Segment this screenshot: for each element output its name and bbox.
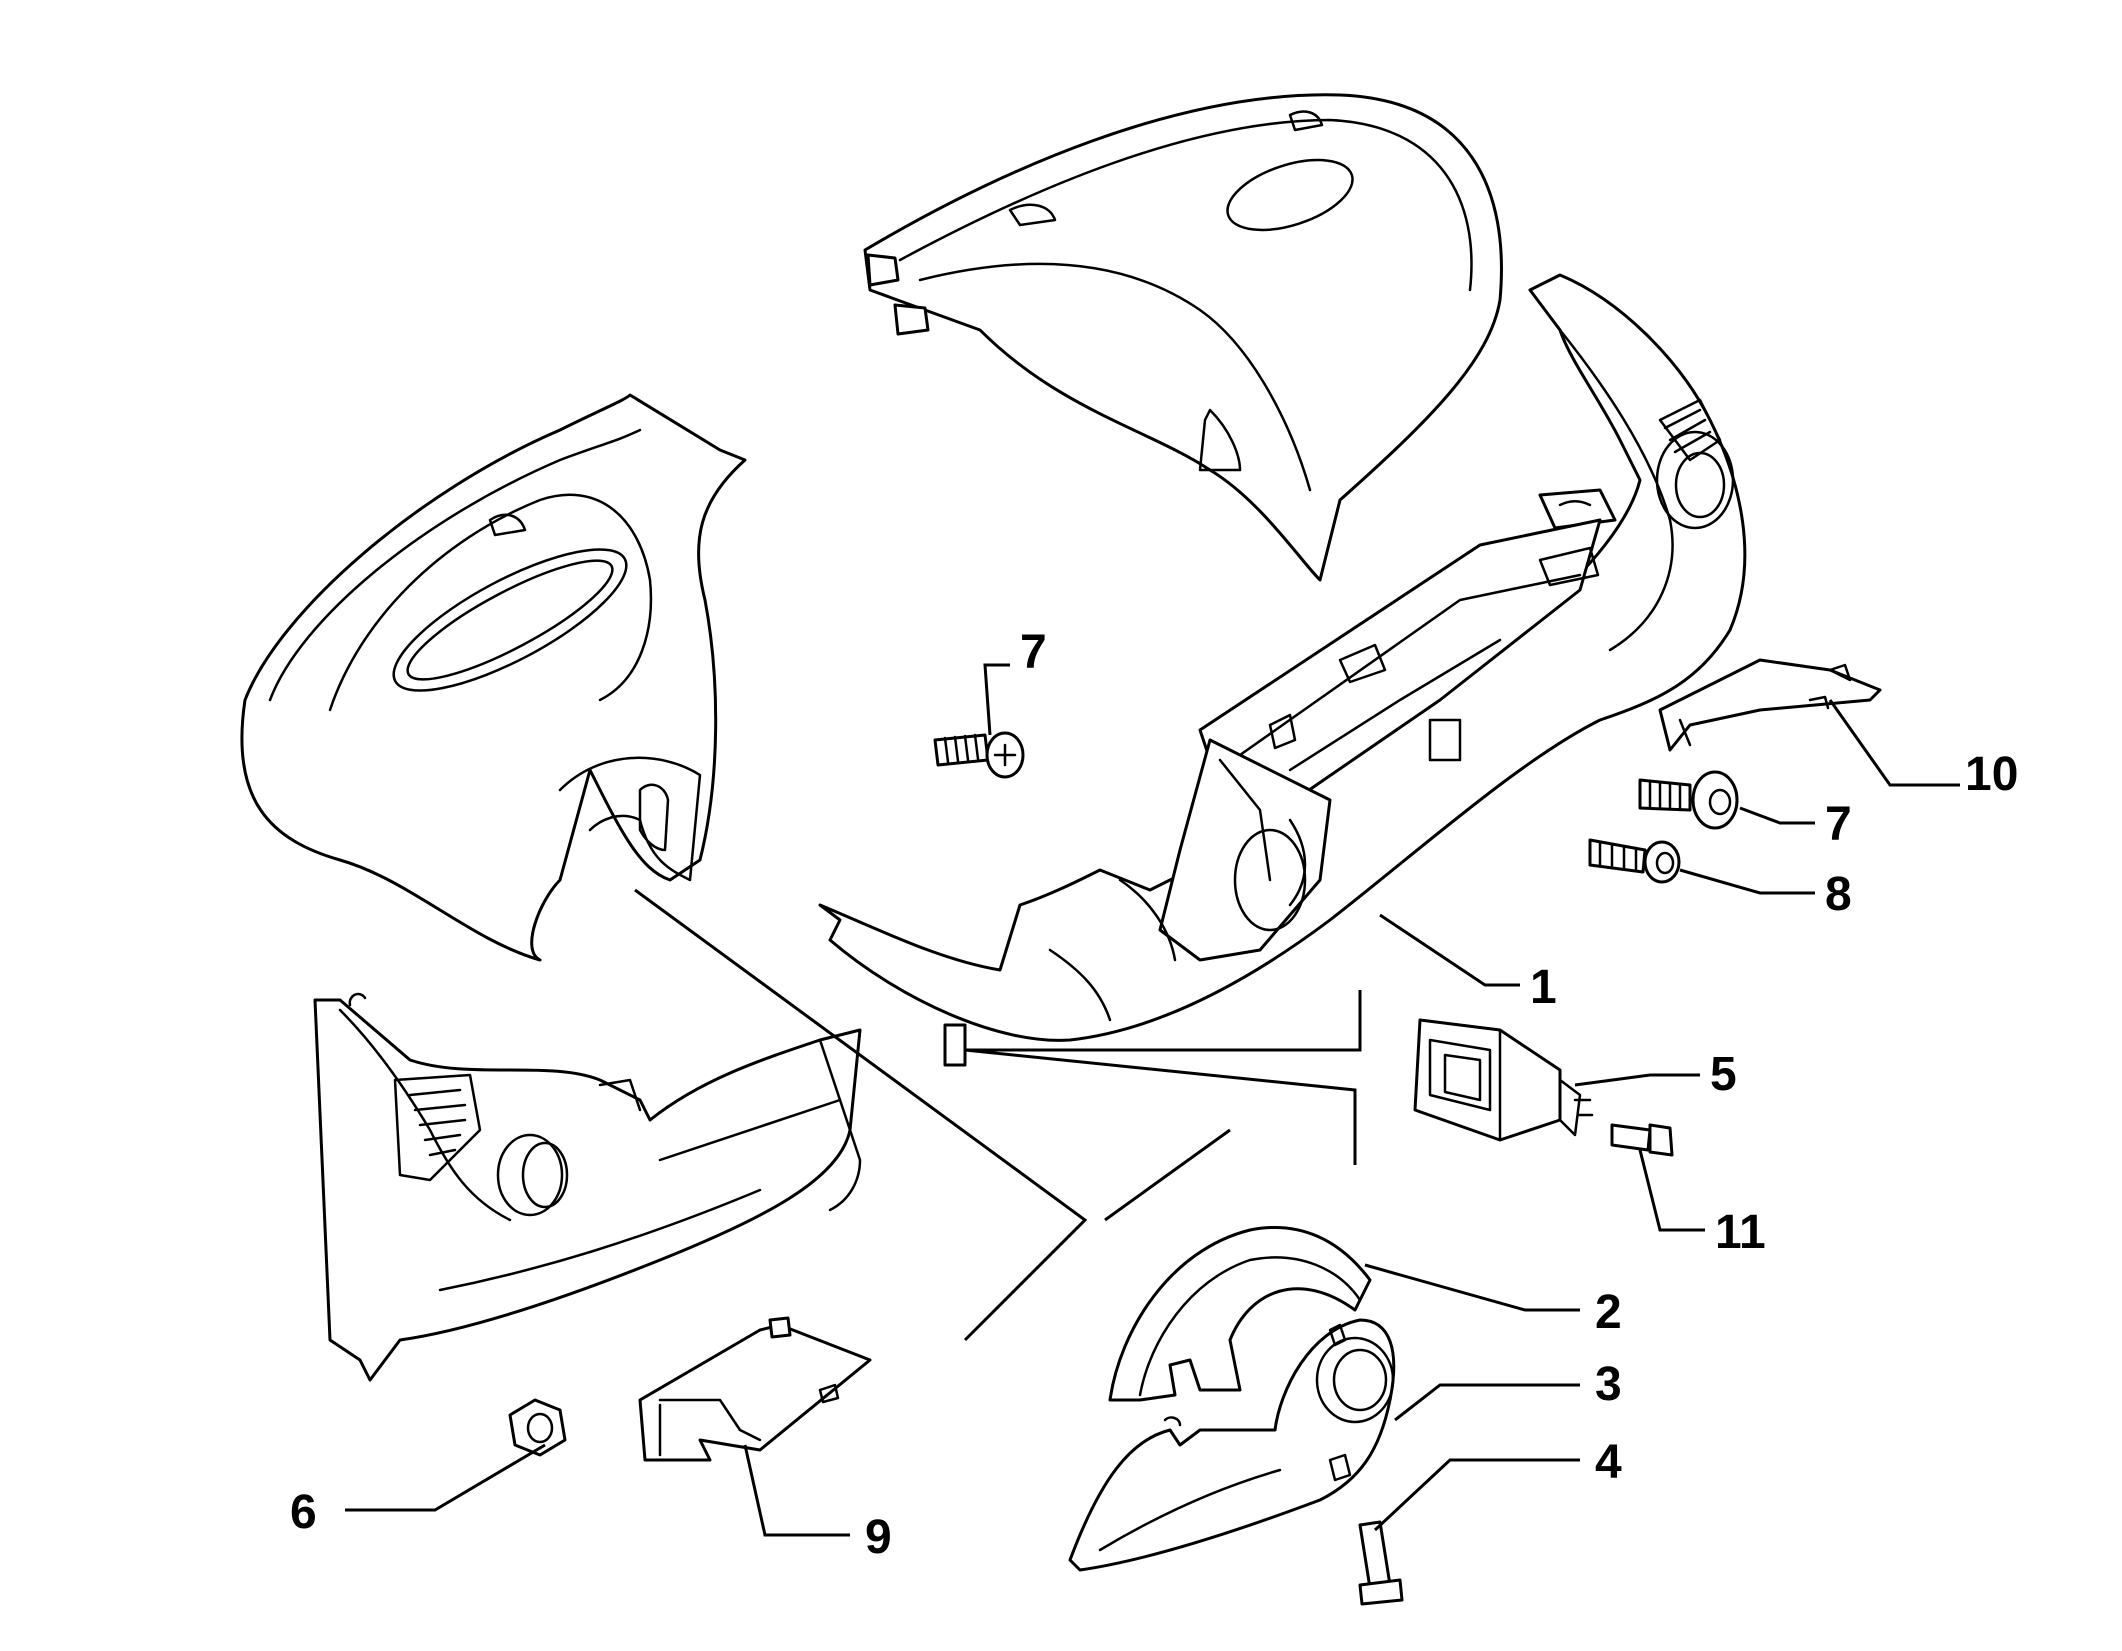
- screw-part-7-left: [933, 731, 1025, 779]
- callout-5: 5: [1710, 1048, 1737, 1101]
- callout-8: 8: [1825, 868, 1852, 921]
- instrument-cluster-cover: [863, 93, 1503, 582]
- trim-piece-part-10: [1658, 658, 1882, 752]
- leader-lines: [345, 663, 1960, 1537]
- left-upper-shroud: [240, 393, 747, 962]
- bolt-part-4: [1358, 1520, 1404, 1606]
- reference-lines: [634, 888, 1362, 1342]
- callout-11: 11: [1715, 1206, 1766, 1259]
- callout-1: 1: [1530, 961, 1557, 1014]
- screw-part-8: [1588, 838, 1681, 884]
- callout-labels: 7 10 7 8 1 5 11 2 3 4 6 9: [290, 626, 2018, 1564]
- access-lid-part-9: [638, 1316, 872, 1462]
- callout-3: 3: [1595, 1358, 1622, 1411]
- callout-9: 9: [865, 1511, 892, 1564]
- screw-part-7-right: [1638, 770, 1739, 830]
- steering-column-lower-cover: [1068, 1318, 1396, 1572]
- callout-2: 2: [1595, 1286, 1622, 1339]
- callout-6: 6: [290, 1486, 317, 1539]
- steering-column-upper-cover: [1108, 1225, 1372, 1402]
- callout-7-left: 7: [1020, 626, 1047, 679]
- switch-unit-part-5: [1413, 1018, 1594, 1142]
- nut-part-6: [508, 1398, 567, 1457]
- left-lower-panel: [313, 992, 862, 1382]
- callout-10: 10: [1965, 748, 2018, 801]
- bolt-part-11: [1610, 1123, 1674, 1157]
- callout-7-right: 7: [1825, 798, 1852, 851]
- callout-4: 4: [1595, 1436, 1622, 1489]
- lower-dashboard-panel: [818, 273, 1747, 1042]
